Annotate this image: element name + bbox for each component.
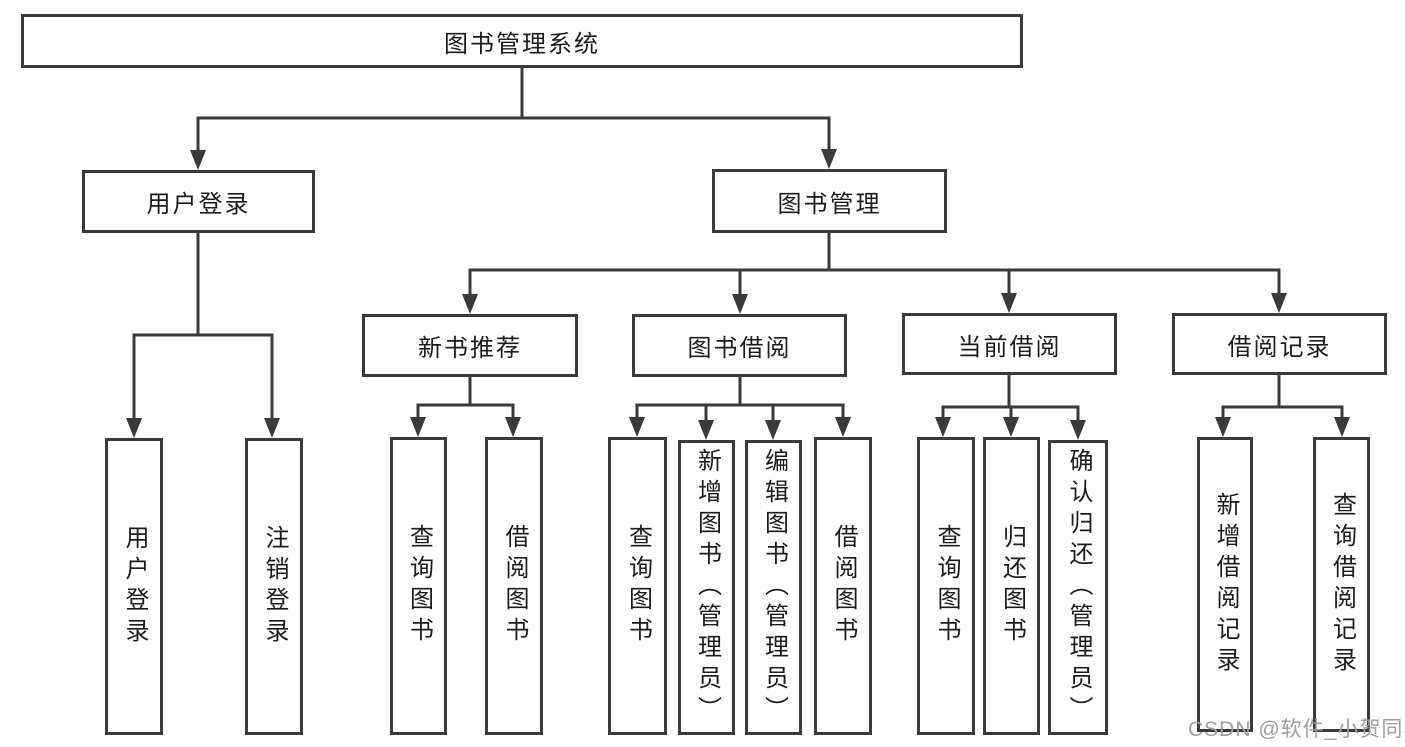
leaf-borrow-edit-books-admin: 编辑图书（管理员） <box>745 440 802 735</box>
node-user-login: 用户登录 <box>82 170 315 233</box>
arrow-to-borrow-query <box>629 417 645 437</box>
leaf-current-query-books: 查询图书 <box>917 437 975 735</box>
leaf-borrow-add-books-admin: 新增图书（管理员） <box>678 440 735 735</box>
arrow-to-borrow-borrow <box>835 417 851 437</box>
arrow-to-records-query <box>1334 417 1350 437</box>
arrow-to-new-book-recommend <box>462 294 478 314</box>
leaf-records-query-record: 查询借阅记录 <box>1313 437 1370 732</box>
node-borrow-records: 借阅记录 <box>1172 313 1387 375</box>
leaf-borrow-add-books-admin-label: 新增图书（管理员） <box>693 448 721 727</box>
arrow-to-borrow-edit <box>765 420 781 440</box>
leaf-records-add-record-label: 新增借阅记录 <box>1212 491 1239 678</box>
leaf-borrow-borrow-books-label: 借阅图书 <box>830 524 857 648</box>
leaf-borrow-query-books: 查询图书 <box>608 437 667 735</box>
node-book-borrow: 图书借阅 <box>632 314 847 377</box>
leaf-records-add-record: 新增借阅记录 <box>1197 437 1253 732</box>
leaf-current-return-books-label: 归还图书 <box>998 524 1026 648</box>
leaf-borrow-edit-books-admin-label: 编辑图书（管理员） <box>760 448 788 727</box>
arrow-to-current-confirm <box>1070 420 1086 440</box>
arrow-to-records-add <box>1215 417 1231 437</box>
book-management-branch-line <box>468 233 1281 296</box>
csdn-watermark: CSDN @软件_小贺同学 <box>1188 718 1405 741</box>
arrow-to-borrow-records <box>1271 293 1287 313</box>
leaf-recommend-query-books: 查询图书 <box>390 437 447 735</box>
arrow-to-book-borrow <box>732 294 748 314</box>
leaf-logout-login: 注销登录 <box>245 438 303 735</box>
node-root-label: 图书管理系统 <box>444 30 600 58</box>
leaf-current-confirm-return-admin-label: 确认归还（管理员） <box>1065 448 1092 727</box>
level2-branch-line <box>196 116 831 152</box>
arrow-to-recommend-borrow <box>505 417 521 437</box>
borrow-records-branch-line <box>1221 375 1344 419</box>
leaf-borrow-query-books-label: 查询图书 <box>624 524 652 648</box>
leaf-current-query-books-label: 查询图书 <box>933 524 960 648</box>
leaf-logout-login-label: 注销登录 <box>261 524 288 649</box>
user-login-branch-line <box>132 233 274 420</box>
node-current-borrow-label: 当前借阅 <box>957 333 1062 361</box>
current-borrow-branch-line <box>941 375 1080 422</box>
node-book-management-label: 图书管理 <box>777 190 882 218</box>
arrow-to-book-management <box>821 149 837 169</box>
leaf-recommend-borrow-books: 借阅图书 <box>485 437 543 735</box>
leaf-user-login: 用户登录 <box>105 438 163 735</box>
arrow-to-recommend-query <box>410 417 426 437</box>
leaf-current-return-books: 归还图书 <box>983 437 1040 735</box>
book-borrow-branch-line <box>635 377 845 422</box>
leaf-records-query-record-label: 查询借阅记录 <box>1328 491 1356 678</box>
node-root: 图书管理系统 <box>21 14 1023 68</box>
node-new-book-recommend: 新书推荐 <box>362 314 578 377</box>
node-borrow-records-label: 借阅记录 <box>1227 333 1332 361</box>
arrow-to-logout-leaf <box>264 418 280 438</box>
node-user-login-label: 用户登录 <box>146 191 251 218</box>
arrow-to-current-query <box>935 417 951 437</box>
arrow-to-user-login-leaf <box>126 418 142 438</box>
arrow-to-user-login <box>190 150 206 170</box>
arrow-to-borrow-add <box>698 420 714 440</box>
arrow-to-current-borrow <box>1001 293 1017 313</box>
leaf-recommend-query-books-label: 查询图书 <box>405 524 433 648</box>
node-book-borrow-label: 图书借阅 <box>687 335 792 362</box>
recommend-branch-line <box>416 377 515 419</box>
leaf-borrow-borrow-books: 借阅图书 <box>814 437 872 735</box>
arrow-to-current-return <box>1003 417 1019 437</box>
node-new-book-recommend-label: 新书推荐 <box>418 335 522 362</box>
leaf-recommend-borrow-books-label: 借阅图书 <box>501 524 528 648</box>
node-current-borrow: 当前借阅 <box>902 313 1117 375</box>
leaf-user-login-label: 用户登录 <box>121 524 148 649</box>
leaf-current-confirm-return-admin: 确认归还（管理员） <box>1048 440 1108 735</box>
node-book-management: 图书管理 <box>712 169 947 233</box>
